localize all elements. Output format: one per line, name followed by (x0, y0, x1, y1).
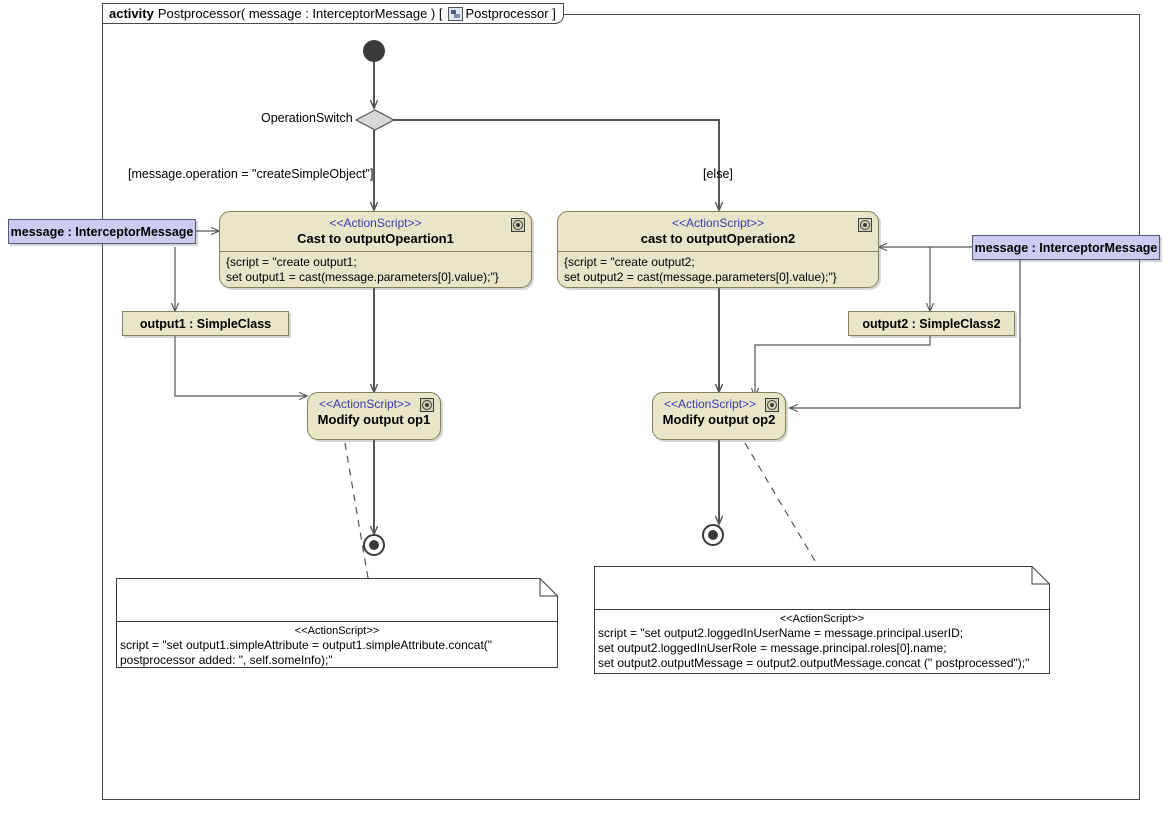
note-outline (594, 566, 1050, 674)
action-script-body: {script = "create output1; set output1 =… (220, 251, 531, 289)
action-stereotype: <<ActionScript>> (663, 397, 757, 411)
note-header-compartment (116, 578, 558, 622)
note-line: postprocessor added: ", self.someInfo);" (120, 653, 333, 667)
action-name: cast to outputOperation2 (640, 231, 796, 246)
gear-icon[interactable] (858, 218, 872, 232)
object-node-output1[interactable]: output1 : SimpleClass (122, 311, 289, 336)
note-line: script = "set output1.simpleAttribute = … (120, 638, 493, 652)
action-name: Modify output op1 (317, 412, 431, 427)
note-line: set output2.loggedInUserRole = message.p… (598, 641, 947, 655)
action-script-body: {script = "create output2; set output2 =… (558, 251, 878, 289)
frame-signature: Postprocessor( message : InterceptorMess… (157, 6, 443, 21)
gear-icon[interactable] (420, 398, 434, 412)
note-op1[interactable]: <<ActionScript>> script = "set output1.s… (116, 578, 558, 668)
note-op2[interactable]: <<ActionScript>> script = "set output2.l… (594, 566, 1050, 674)
note-stereotype: <<ActionScript>> (779, 613, 865, 625)
action-modify-op1[interactable]: <<ActionScript>> Modify output op1 (307, 392, 441, 440)
script-line: set output1 = cast(message.parameters[0]… (226, 270, 499, 284)
action-modify-op2[interactable]: <<ActionScript>> Modify output op2 (652, 392, 786, 440)
script-line: set output2 = cast(message.parameters[0]… (564, 270, 837, 284)
note-body: <<ActionScript>> script = "set output1.s… (116, 622, 558, 668)
note-line: script = "set output2.loggedInUserName =… (598, 626, 964, 640)
object-node-output2[interactable]: output2 : SimpleClass2 (848, 311, 1015, 336)
input-pin-message-right[interactable]: message : InterceptorMessage (972, 235, 1160, 260)
decision-label: OperationSwitch (261, 111, 353, 125)
script-line: {script = "create output1; (226, 255, 357, 269)
action-name: Cast to outputOpeartion1 (297, 231, 454, 246)
action-stereotype: <<ActionScript>> (329, 216, 422, 230)
guard-right: [else] (703, 167, 733, 181)
class-diagram-icon (447, 6, 463, 21)
action-cast-op1[interactable]: <<ActionScript>> Cast to outputOpeartion… (219, 211, 532, 288)
input-pin-message-left[interactable]: message : InterceptorMessage (8, 219, 196, 244)
activity-frame (102, 14, 1140, 800)
note-stereotype: <<ActionScript>> (294, 625, 380, 637)
note-outline (116, 578, 558, 668)
action-stereotype: <<ActionScript>> (318, 397, 412, 411)
action-name: Modify output op2 (662, 412, 776, 427)
guard-left: [message.operation = "createSimpleObject… (128, 167, 374, 181)
activity-frame-header: activity Postprocessor( message : Interc… (102, 3, 564, 24)
decision-node[interactable] (355, 109, 395, 131)
action-stereotype: <<ActionScript>> (671, 216, 765, 230)
final-node-op1[interactable] (363, 534, 385, 556)
frame-classifier: Postprocessor ] (465, 6, 556, 21)
script-line: {script = "create output2; (564, 255, 695, 269)
note-body: <<ActionScript>> script = "set output2.l… (594, 610, 1050, 674)
gear-icon[interactable] (511, 218, 525, 232)
final-node-op2[interactable] (702, 524, 724, 546)
initial-node[interactable] (363, 40, 385, 62)
note-header-compartment (594, 566, 1050, 610)
frame-keyword: activity (109, 6, 154, 21)
note-line: set output2.outputMessage = output2.outp… (598, 656, 1030, 670)
action-cast-op2[interactable]: <<ActionScript>> cast to outputOperation… (557, 211, 879, 288)
gear-icon[interactable] (765, 398, 779, 412)
